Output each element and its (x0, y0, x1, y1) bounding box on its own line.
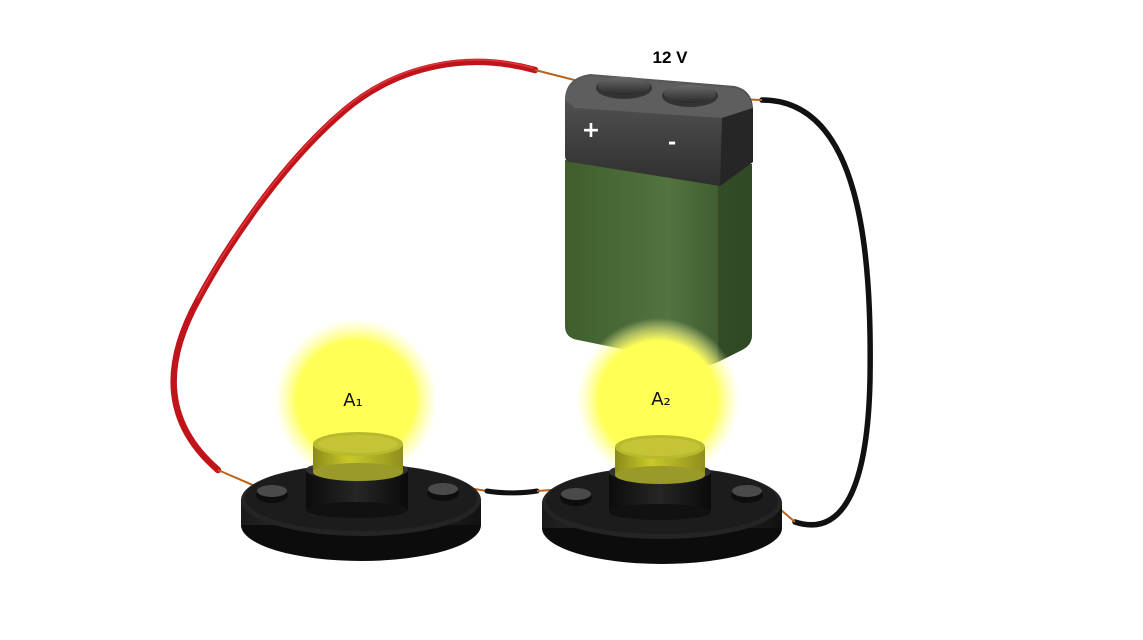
lamp-a2-glow (576, 318, 740, 482)
lamp-a2-label: A₂ (651, 389, 671, 410)
lamp-a1-label: A₁ (343, 390, 363, 411)
wire-positive (170, 58, 599, 490)
battery-positive-symbol: + (582, 118, 600, 143)
lamp-a1-icon (313, 432, 403, 481)
voltage-label: 12 V (653, 48, 689, 67)
wire-bridge-icon (484, 488, 540, 496)
battery: 12 V + - (565, 48, 753, 366)
lamp-a1: A₁ (241, 318, 481, 561)
battery-negative-symbol: - (668, 130, 676, 154)
wire-negative-icon (759, 97, 873, 528)
wire-positive-icon (170, 58, 539, 474)
lamp-a2-icon (615, 435, 705, 484)
battery-icon (565, 74, 753, 366)
wire-positive-highlight (197, 59, 534, 299)
lamp-a2: A₂ (542, 318, 782, 564)
lamp-a2-base (542, 462, 782, 564)
